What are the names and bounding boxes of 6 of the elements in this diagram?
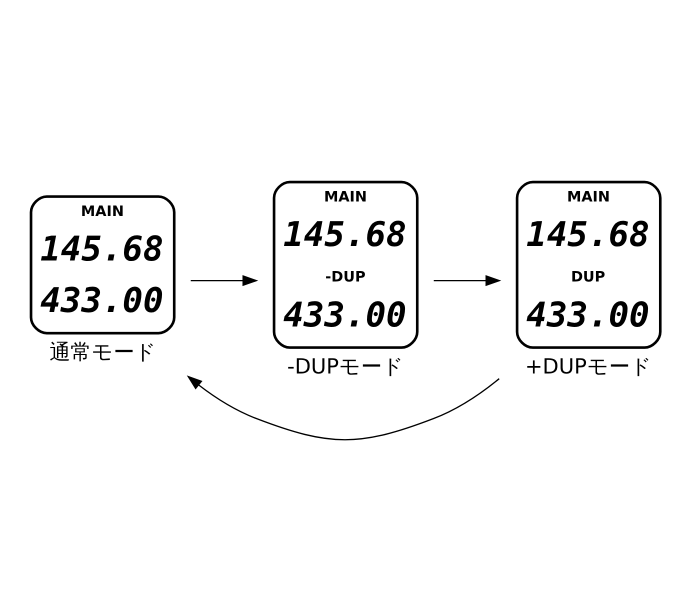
arrow xyxy=(186,375,500,440)
arrow xyxy=(190,275,258,286)
node-label: +DUPモード xyxy=(524,354,652,379)
node-label: 通常モード xyxy=(49,339,156,364)
node-label: -DUPモード xyxy=(287,354,404,379)
arrow xyxy=(434,275,502,286)
